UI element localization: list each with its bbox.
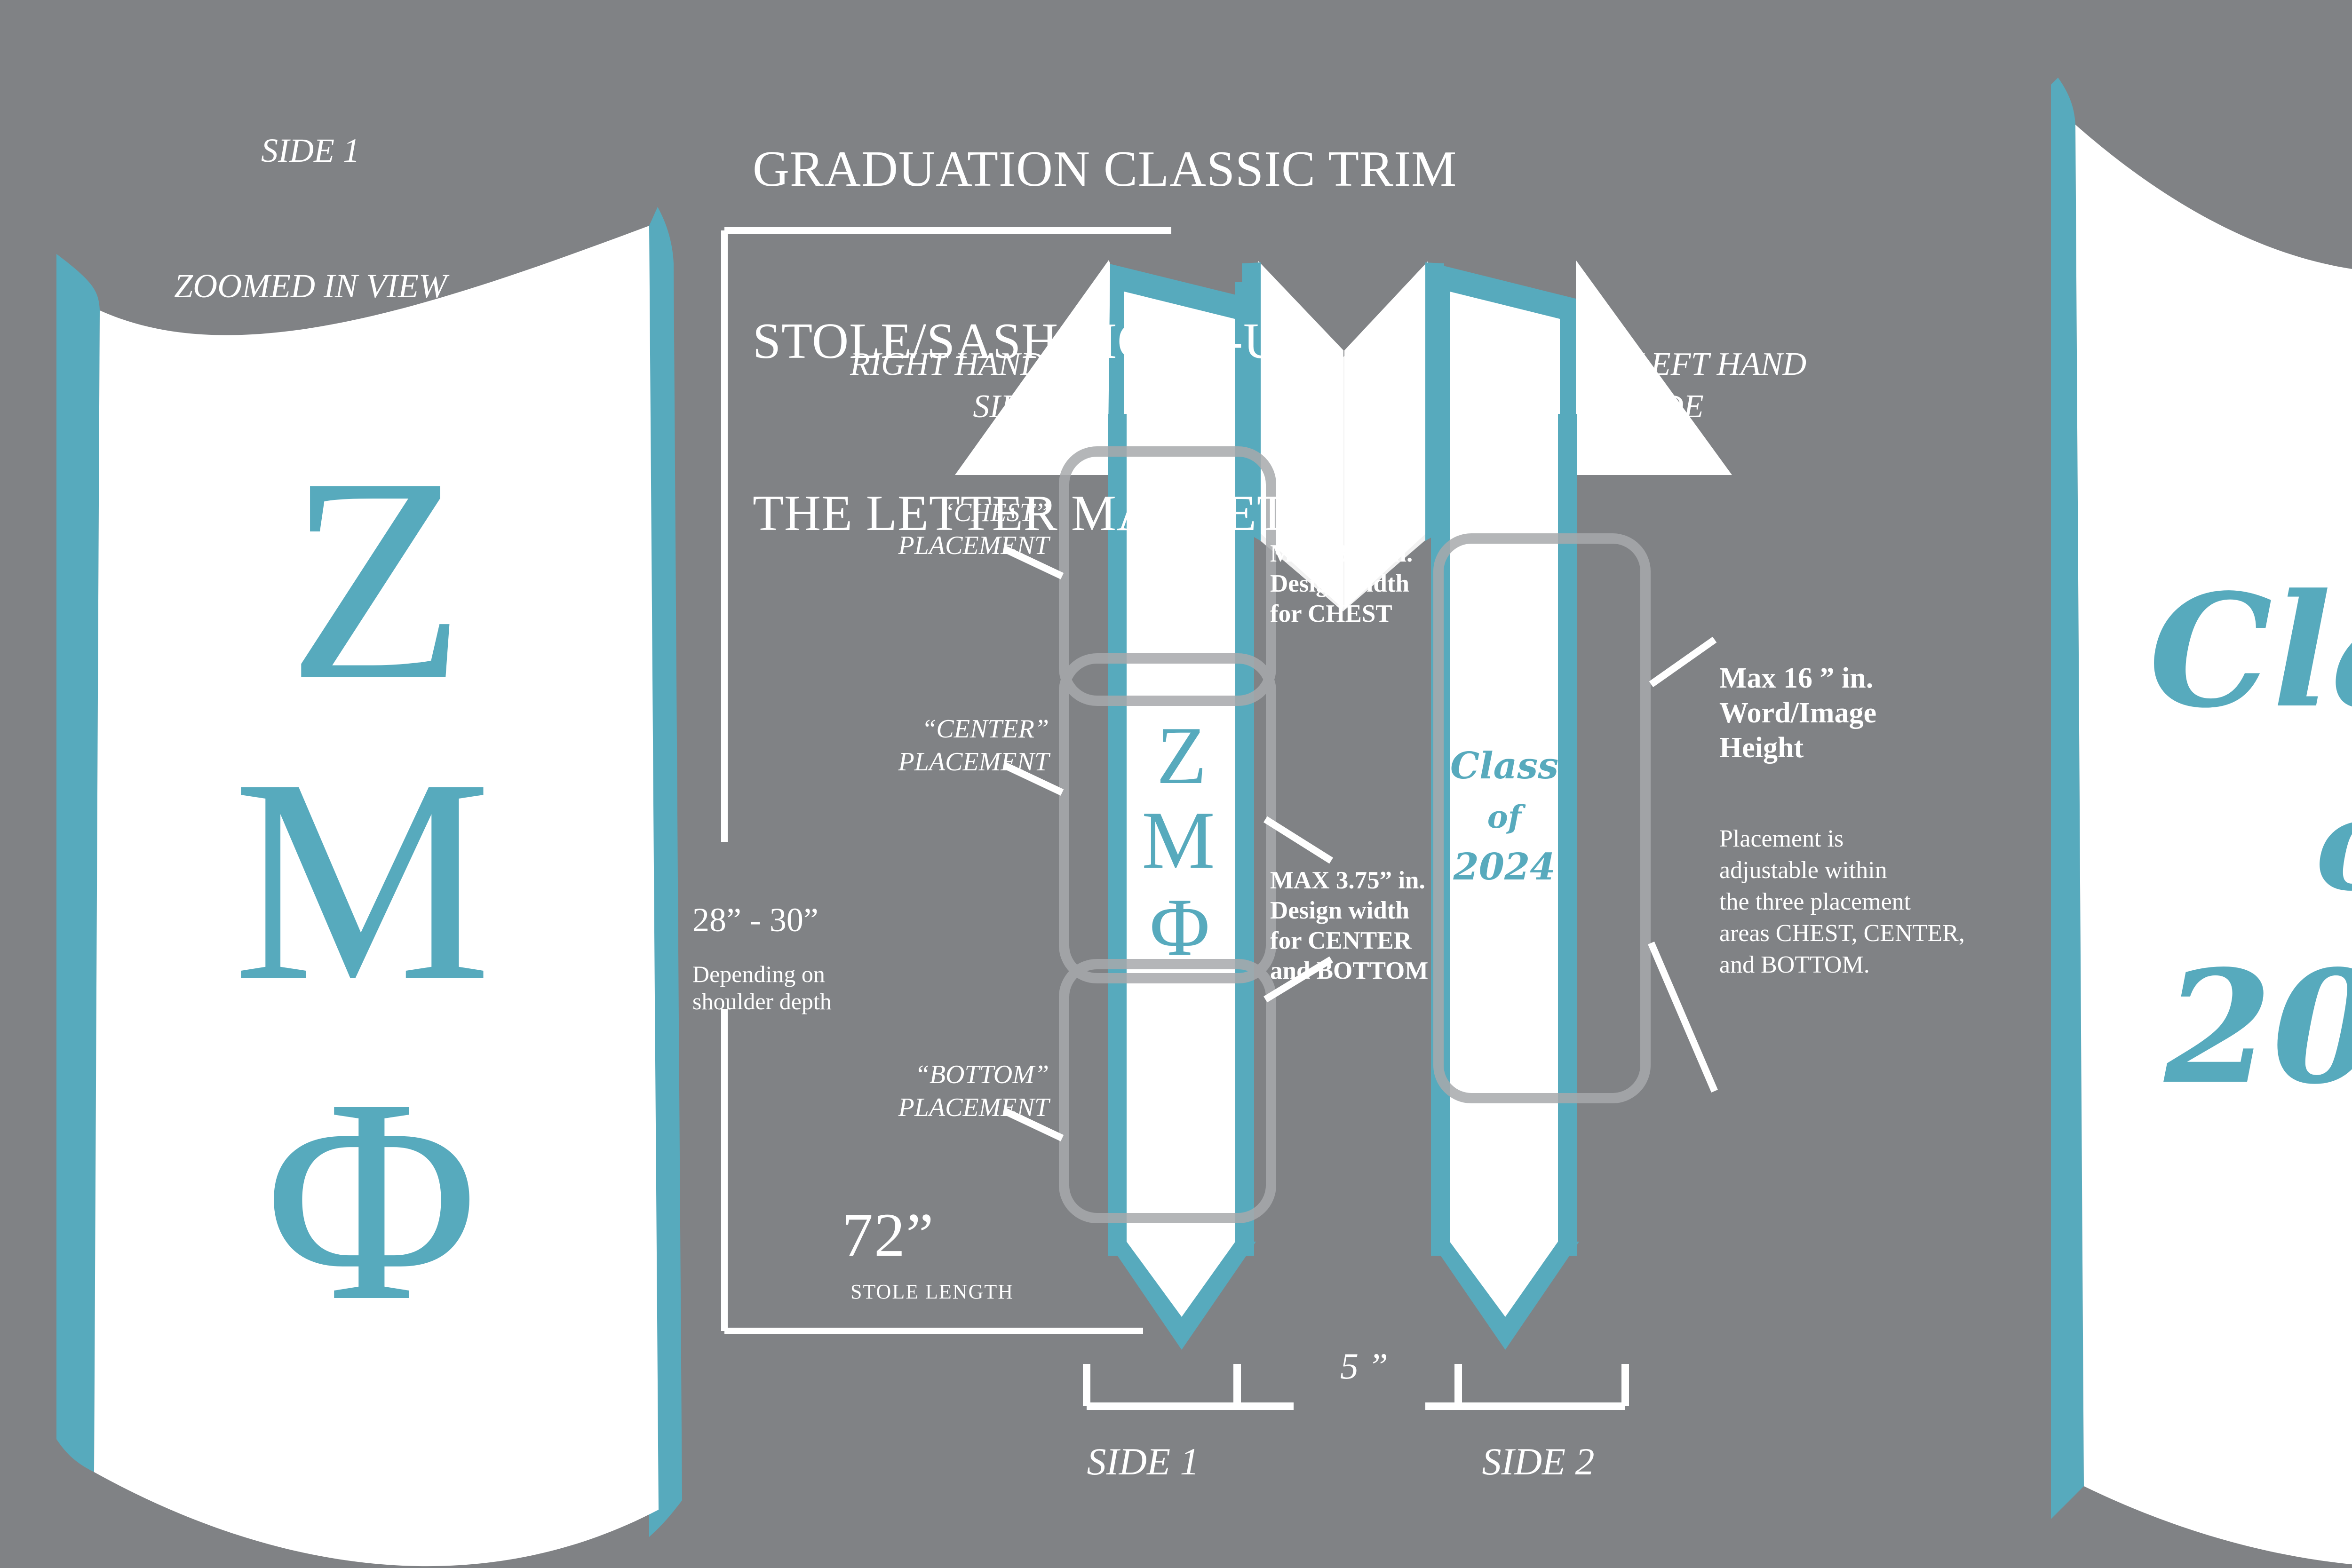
side2-strap-body	[1450, 414, 1558, 1256]
bottom-width-dimension	[1083, 1364, 1629, 1410]
side1-strap-letter-mu: Μ	[1142, 794, 1215, 886]
side2-bottom-label: SIDE 2	[1482, 1440, 1595, 1483]
collar-left-outer-fold	[955, 260, 1110, 475]
shoulder-depth-note: Depending on shoulder depth	[692, 961, 832, 1014]
side1-strap-body	[1127, 414, 1235, 1256]
center-placement-label: “CENTER” PLACEMENT	[898, 714, 1049, 776]
side2-point-trim	[1431, 1242, 1579, 1350]
right-panel-text-of: of	[2315, 769, 2352, 919]
side1-strap-letter-phi: Φ	[1150, 881, 1210, 973]
left-panel-fabric	[94, 226, 659, 1567]
left-panel-letter-zeta: Ζ	[287, 418, 466, 741]
chest-leader-line	[1002, 546, 1064, 579]
max-center-leader-line-2	[1263, 956, 1333, 1003]
bottom-leader-line	[1002, 1108, 1064, 1141]
shoulder-depth-value: 28” - 30”	[692, 901, 818, 939]
collar-center-right-panel	[1344, 261, 1428, 609]
side2-strap-text-class: Class	[1450, 744, 1558, 787]
max-word-image-height-note: Max 16 ” in. Word/Image Height	[1719, 662, 1877, 764]
side1-zoomed-caption-line1: SIDE 1	[261, 132, 360, 169]
right-panel-text-class: Class	[2149, 560, 2352, 742]
stole-length-caption: STOLE LENGTH	[850, 1280, 1014, 1303]
side1-point-trim	[1108, 1242, 1256, 1350]
right-hand-side-label: RIGHT HAND SIDE	[850, 346, 1044, 425]
page-title: GRADUATION CLASSIC TRIM STOLE/SASH MOCK-…	[753, 26, 1457, 657]
side2-right-trim-band	[1558, 414, 1577, 1256]
side1-left-trim-band	[1108, 414, 1127, 1256]
side1-bottom-label: SIDE 1	[1087, 1440, 1200, 1483]
right-panel-text-year: 2024	[2162, 936, 2352, 1118]
max-chest-width-note: MAX 3.5” in. Design width for CHEST	[1270, 540, 1413, 627]
chest-placement-box	[1059, 446, 1276, 706]
side2-point-fabric	[1450, 1242, 1558, 1317]
bottom-placement-label: “BOTTOM” PLACEMENT	[898, 1060, 1049, 1122]
title-line-3: THE LETTER MARKET	[753, 485, 1288, 541]
max-height-leader-line	[1649, 636, 1717, 688]
left-panel-right-trim	[649, 207, 682, 1537]
left-panel-letter-phi: Φ	[265, 1039, 478, 1362]
center-placement-box	[1059, 653, 1276, 983]
center-leader-line	[1002, 762, 1064, 796]
left-panel-left-trim	[56, 254, 100, 1472]
title-line-2: STOLE/SASH MOCK-UP	[753, 313, 1310, 369]
max-center-leader-line	[1263, 816, 1333, 864]
side1-right-trim-band	[1235, 282, 1254, 1256]
stole-length-value: 72”	[842, 1200, 935, 1269]
shoulder-depth-bracket	[721, 227, 1171, 1334]
chest-placement-label: “CHEST” PLACEMENT	[898, 498, 1049, 560]
side1-point-fabric	[1127, 1242, 1235, 1317]
left-hand-side-label: LEFT HAND SIDE	[1632, 346, 1807, 425]
max-center-bottom-width-note: MAX 3.75” in. Design width for CENTER an…	[1270, 867, 1429, 984]
placement-adjustable-note: Placement is adjustable within the three…	[1719, 825, 1965, 978]
right-panel-left-trim	[2051, 78, 2084, 1519]
collar-center-left-panel	[1258, 261, 1343, 609]
side2-placement-box	[1433, 533, 1651, 1103]
right-panel-fabric	[2075, 125, 2352, 1565]
placement-note-leader-line	[1648, 942, 1718, 1093]
side2-strap-text-year: 2024	[1453, 846, 1555, 888]
side2-strap-text-of: of	[1487, 799, 1526, 835]
bottom-placement-box	[1059, 959, 1276, 1223]
collar-right-outer-fold	[1576, 260, 1732, 475]
shoulder-depth-annotation: 28” - 30” Depending on shoulder depth	[692, 884, 937, 1032]
bottom-width-value-label: 5 ”	[1340, 1346, 1388, 1386]
side1-zoomed-caption-line2: ZOOMED IN VIEW	[174, 267, 447, 305]
side1-strap-letter-zeta: Ζ	[1157, 710, 1207, 801]
title-line-1: GRADUATION CLASSIC TRIM	[753, 141, 1457, 197]
stole-length-annotation: 72” STOLE LENGTH	[842, 1190, 1040, 1321]
left-panel-letter-mu: Μ	[232, 719, 492, 1042]
side1-zoomed-caption: SIDE 1 ZOOMED IN VIEW	[141, 38, 480, 399]
